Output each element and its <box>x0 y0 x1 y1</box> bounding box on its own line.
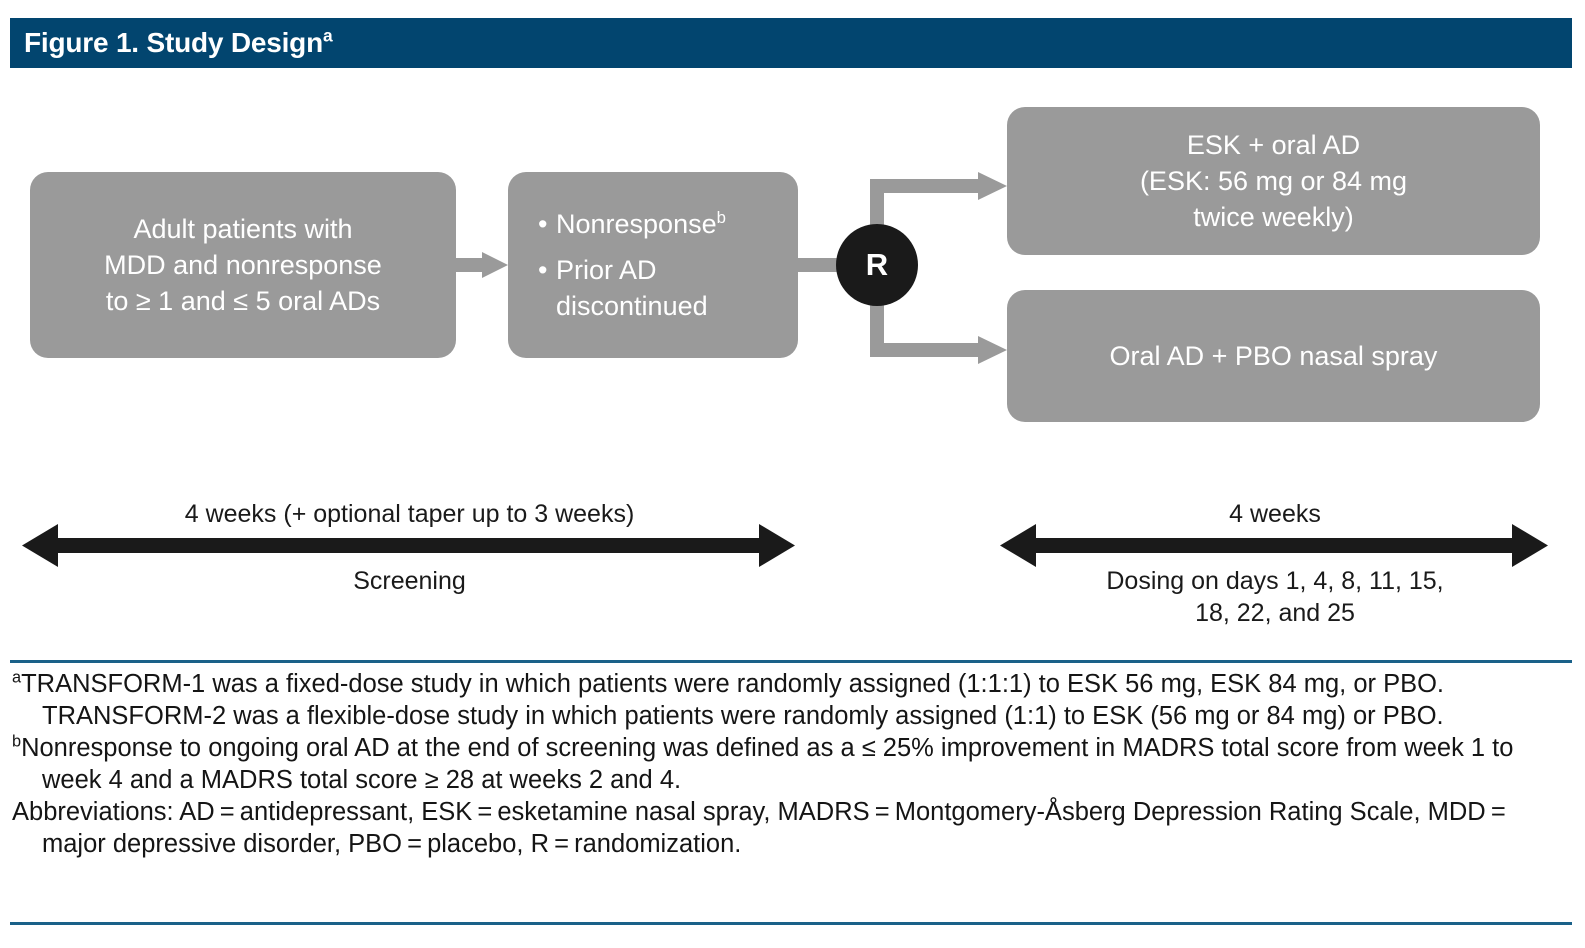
timeline-arrow-screening <box>22 524 795 567</box>
box-screening-line1: Adult patients with <box>133 213 353 244</box>
figure-title-bar: Figure 1. Study Designa <box>10 18 1572 68</box>
box-screening-line2: MDD and nonresponse <box>104 249 382 280</box>
footnote-abbreviations: Abbreviations: AD = antidepressant, ESK … <box>12 798 1511 858</box>
arrow-screening-to-criteria <box>456 252 508 278</box>
box-treatment-pbo: Oral AD + PBO nasal spray <box>1007 290 1540 422</box>
footnote-b-marker: b <box>12 732 22 751</box>
box-pbo-line1: Oral AD + PBO nasal spray <box>1109 340 1438 371</box>
footnote-a-text: TRANSFORM-1 was a fixed-dose study in wh… <box>21 670 1445 730</box>
box-randomization-criteria: • Nonresponseb • Prior AD discontinued <box>508 172 798 358</box>
box-screening-line3: to ≥ 1 and ≤ 5 oral ADs <box>105 286 381 317</box>
figure-title-footnote-marker: a <box>322 25 333 46</box>
criteria-bullet-1-footnote-marker: b <box>716 207 726 227</box>
timeline-dosing-duration-label: 4 weeks <box>1229 500 1321 528</box>
figure-title-text: Figure 1. Study Design <box>24 27 323 58</box>
randomization-node-label: R <box>865 247 889 282</box>
criteria-bullet-list: • Nonresponseb • Prior AD discontinued <box>520 206 786 325</box>
box-esk-line3: twice weekly) <box>1193 202 1354 233</box>
footnote-b-text: Nonresponse to ongoing oral AD at the en… <box>21 734 1514 794</box>
criteria-bullet-nonresponse: • Nonresponseb <box>538 206 786 242</box>
footnote-b: bNonresponse to ongoing oral AD at the e… <box>12 732 1572 796</box>
randomization-node: R <box>836 224 918 306</box>
box-screening-population: Adult patients with MDD and nonresponse … <box>30 172 456 358</box>
timeline-arrow-dosing <box>1000 524 1548 567</box>
box-esk-line2: (ESK: 56 mg or 84 mg <box>1139 165 1408 196</box>
criteria-bullet-prior-ad: • Prior AD discontinued <box>538 252 786 324</box>
connector-criteria-to-randomization <box>798 258 840 272</box>
footnotes-block: aTRANSFORM-1 was a fixed-dose study in w… <box>12 668 1572 860</box>
footnote-divider-bottom <box>10 922 1572 925</box>
figure-title: Figure 1. Study Designa <box>24 25 333 59</box>
box-esk-line1: ESK + oral AD <box>1186 129 1361 160</box>
box-treatment-esk: ESK + oral AD (ESK: 56 mg or 84 mg twice… <box>1007 107 1540 255</box>
timeline-dosing-schedule-label: Dosing on days 1, 4, 8, 11, 15, 18, 22, … <box>1106 567 1444 627</box>
criteria-bullet-1-text: Nonresponseb <box>556 207 726 239</box>
footnote-a: aTRANSFORM-1 was a fixed-dose study in w… <box>12 668 1572 732</box>
timeline-screening-phase-label: Screening <box>353 567 466 595</box>
bullet-icon: • <box>538 208 548 239</box>
footnote-divider-top <box>10 660 1572 663</box>
criteria-bullet-2-text: Prior AD discontinued <box>556 254 708 322</box>
footnote-a-marker: a <box>12 668 22 687</box>
timeline-screening-duration-label: 4 weeks (+ optional taper up to 3 weeks) <box>184 500 635 528</box>
bullet-icon: • <box>538 254 548 285</box>
